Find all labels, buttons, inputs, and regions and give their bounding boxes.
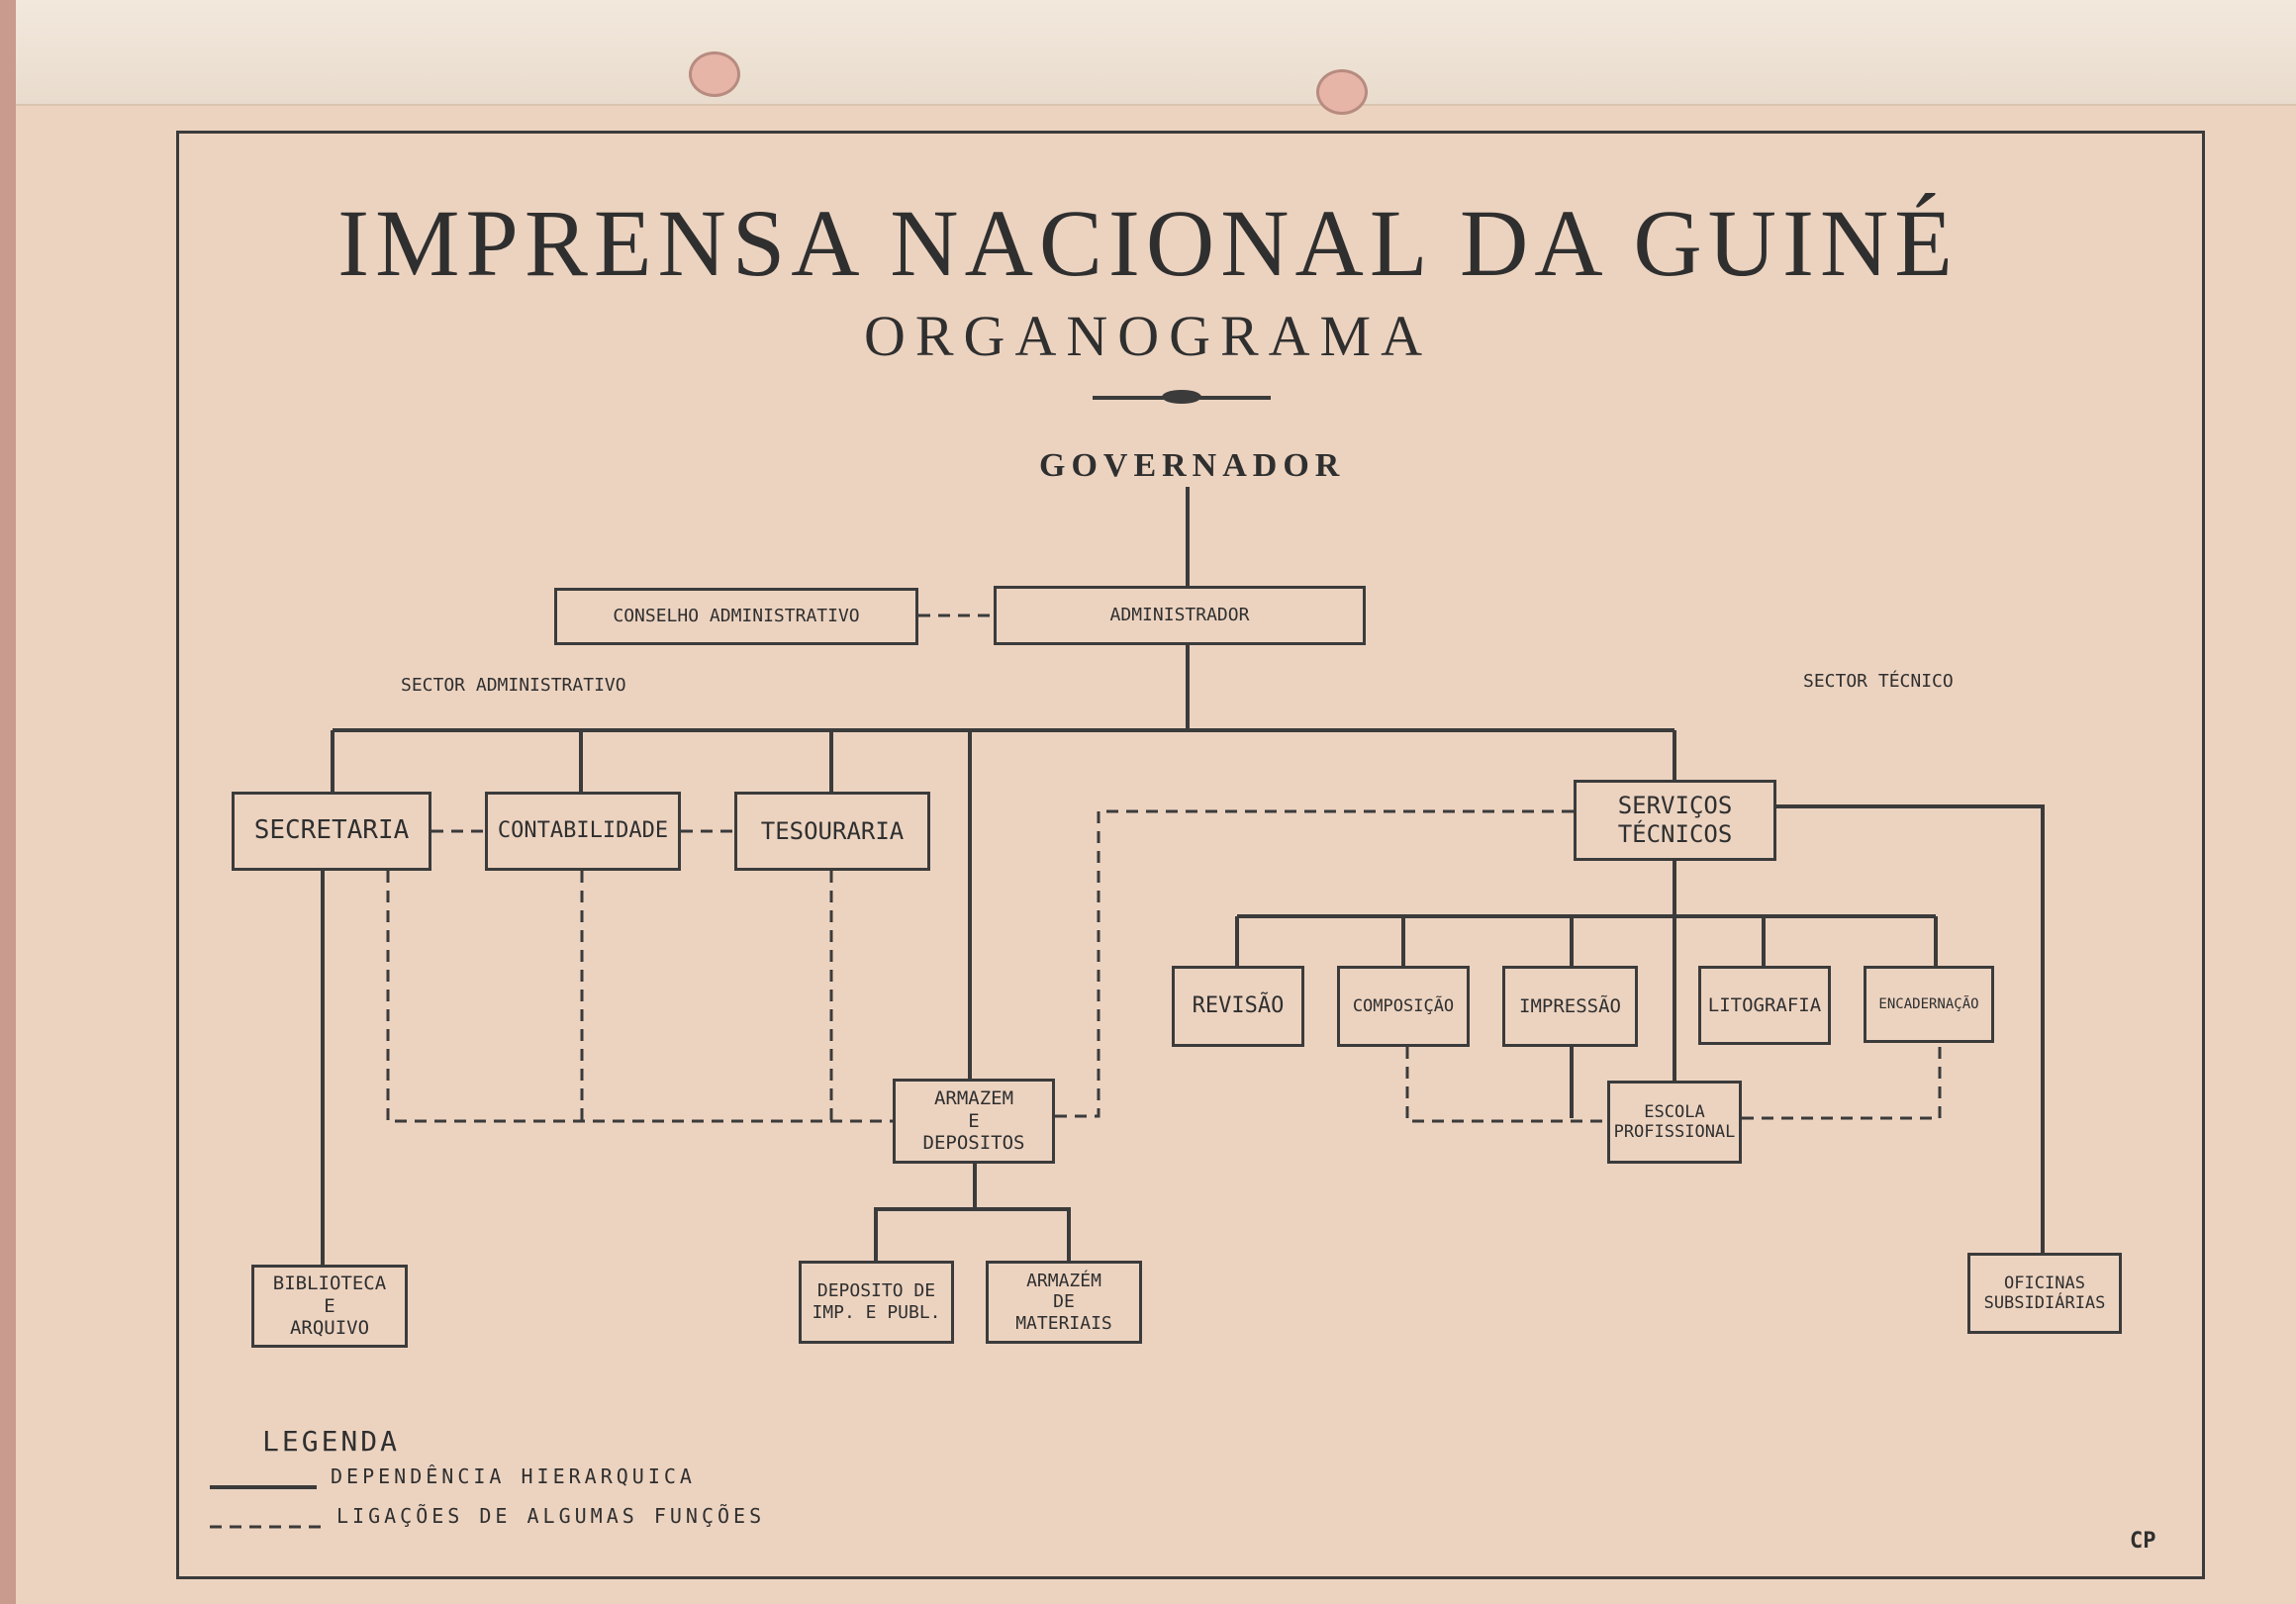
dash-servicos-armazem <box>1055 809 1574 1118</box>
line-armazem-sub <box>874 1164 1071 1261</box>
node-administrador: ADMINISTRADOR <box>994 586 1366 645</box>
node-encadernacao: ENCADERNAÇÃO <box>1864 966 1994 1043</box>
sector-administrativo-label: SECTOR ADMINISTRATIVO <box>401 675 626 696</box>
node-deposito-imp-publ: DEPOSITO DE IMP. E PUBL. <box>799 1261 954 1344</box>
node-servicos-tecnicos: SERVIÇOS TÉCNICOS <box>1574 780 1776 861</box>
page-subtitle: ORGANOGRAMA <box>863 304 1433 368</box>
node-governador: GOVERNADOR <box>1039 447 1346 484</box>
node-litografia: LITOGRAFIA <box>1698 966 1831 1045</box>
node-composicao: COMPOSIÇÃO <box>1337 966 1470 1047</box>
node-armazem-materiais: ARMAZÉM DE MATERIAIS <box>986 1261 1142 1344</box>
legend-dashed-label: LIGAÇÕES DE ALGUMAS FUNÇÕES <box>336 1504 766 1528</box>
node-oficinas-subsidiarias: OFICINAS SUBSIDIÁRIAS <box>1967 1253 2122 1334</box>
dash-admin-to-armazem <box>386 871 893 1123</box>
node-armazem-depositos: ARMAZEM E DEPOSITOS <box>893 1079 1055 1164</box>
node-escola-profissional: ESCOLA PROFISSIONAL <box>1607 1081 1742 1164</box>
diagram-frame <box>176 131 2205 1579</box>
legend-solid-label: DEPENDÊNCIA HIERARQUICA <box>331 1464 696 1488</box>
node-secretaria: SECRETARIA <box>232 792 431 871</box>
punch-hole-left <box>689 51 740 97</box>
page-title: IMPRENSA NACIONAL DA GUINÉ <box>337 190 1959 296</box>
dash-tech-escola <box>1405 1047 1942 1123</box>
title-ornament <box>1093 390 1271 404</box>
node-biblioteca-arquivo: BIBLIOTECA E ARQUIVO <box>251 1265 408 1348</box>
node-revisao: REVISÃO <box>1172 966 1304 1047</box>
line-servicos-oficinas <box>1776 804 2045 1253</box>
node-conselho-administrativo: CONSELHO ADMINISTRATIVO <box>554 588 918 645</box>
legend-title: LEGENDA <box>262 1425 401 1458</box>
node-tesouraria: TESOURARIA <box>734 792 930 871</box>
signature-initials: CP <box>2130 1529 2156 1554</box>
sector-tecnico-label: SECTOR TÉCNICO <box>1803 671 1954 692</box>
node-contabilidade: CONTABILIDADE <box>485 792 681 871</box>
node-impressao: IMPRESSÃO <box>1502 966 1638 1047</box>
binding-strip <box>16 0 2296 106</box>
punch-hole-right <box>1316 69 1368 115</box>
